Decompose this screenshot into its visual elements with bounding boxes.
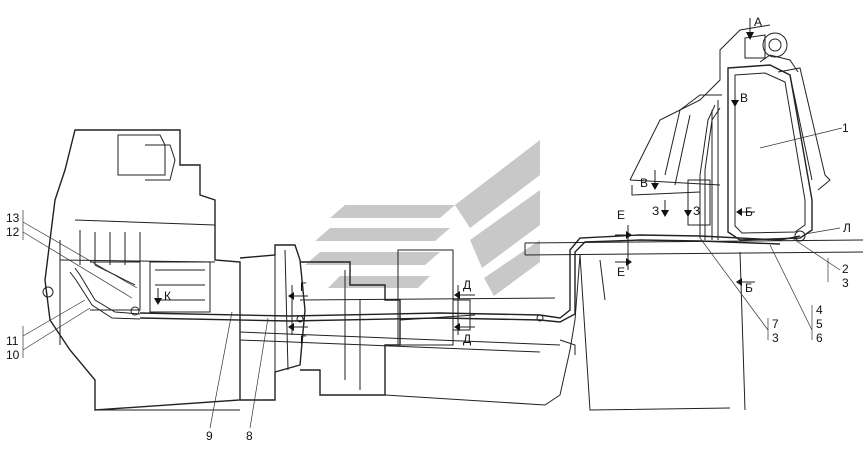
callout-2: 2 — [842, 262, 849, 276]
view-B-bottom: Б — [745, 281, 753, 295]
callout-11: 11 — [6, 334, 19, 348]
callout-6: 6 — [816, 331, 823, 345]
view-G-bottom: Г — [300, 333, 307, 347]
callout-8: 8 — [246, 429, 253, 443]
callout-L: Л — [843, 221, 851, 235]
fuel-lines — [69, 104, 801, 323]
leader-lines — [22, 127, 843, 429]
view-V2: В — [640, 176, 648, 190]
view-G-top: Г — [300, 280, 307, 294]
view-E-bottom: Е — [617, 265, 625, 279]
callout-12: 12 — [6, 225, 20, 239]
callout-5: 5 — [816, 317, 823, 331]
callout-4: 4 — [816, 303, 823, 317]
callout-9: 9 — [206, 429, 213, 443]
callout-1: 1 — [842, 121, 849, 135]
callout-3-right: 3 — [842, 276, 849, 290]
view-Z1: З — [652, 204, 659, 218]
view-labels: А В В З З Е Е Б Б Г Г Д Д К — [164, 15, 762, 347]
view-D-top: Д — [463, 278, 471, 292]
callout-10: 10 — [6, 348, 20, 362]
view-D-bottom: Д — [463, 332, 471, 346]
view-E-top: Е — [617, 208, 625, 222]
callout-3-lower: 3 — [772, 331, 779, 345]
view-A: А — [754, 15, 762, 29]
watermark-logo — [305, 140, 540, 296]
callout-labels: 1 2 3 7 3 4 5 6 9 8 13 12 11 10 Л — [6, 121, 851, 443]
view-Z2: З — [693, 204, 700, 218]
engine-block — [42, 129, 241, 411]
gearbox — [300, 249, 476, 396]
view-arrows — [154, 18, 755, 335]
callout-13: 13 — [6, 211, 20, 225]
fuel-tank — [727, 32, 831, 242]
view-V: В — [740, 91, 748, 105]
view-B-top: Б — [745, 205, 753, 219]
flywheel-housing — [239, 244, 306, 401]
view-K: К — [164, 289, 171, 303]
callout-7: 7 — [772, 317, 779, 331]
